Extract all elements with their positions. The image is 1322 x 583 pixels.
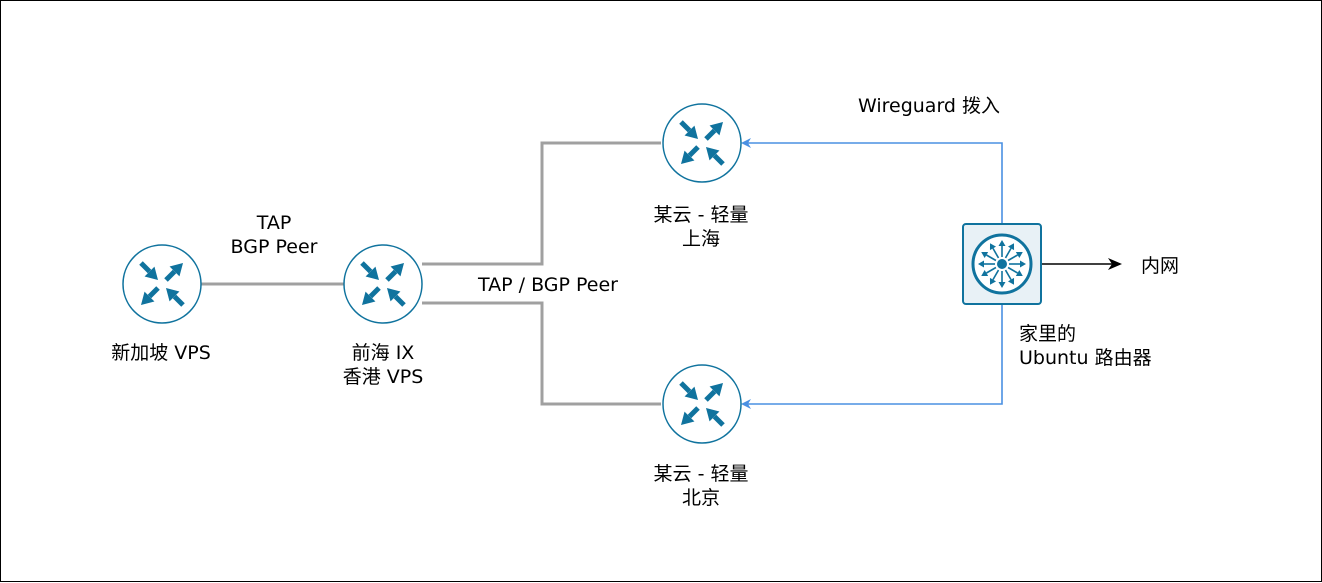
router-arrow-in-tl-head [144, 266, 158, 280]
lan-link-text: 内网 [1141, 255, 1180, 277]
router-arrow-in-tl-shaft [139, 261, 152, 274]
hub-spoke-head [989, 277, 997, 285]
router-arrow-out-tr-head [709, 122, 723, 136]
router-arrow-in-br-shaft [712, 153, 725, 166]
hub-router-spokes [978, 240, 1026, 288]
router-arrow-in-br-head [706, 408, 720, 422]
router-body-qianhai [343, 244, 423, 324]
sg-hk-link-line2: BGP Peer [230, 236, 318, 258]
sg-hk-link-line1: TAP [256, 212, 292, 234]
hub-spoke-head [1015, 269, 1023, 277]
router-arrow-in-tl-shaft [679, 381, 692, 394]
router-icon-singapore[interactable] [122, 244, 202, 324]
router-body-singapore [122, 244, 202, 324]
qianhai-label-line1: 前海 IX [351, 342, 415, 364]
hk-cloud-link-text: TAP / BGP Peer [478, 274, 618, 296]
router-body-shanghai [662, 103, 742, 183]
router-icon-shanghai[interactable] [662, 103, 742, 183]
router-arrow-in-tl-head [365, 266, 379, 280]
edge-qianhai-shanghai [422, 141, 661, 266]
shanghai-label-line2: 上海 [681, 228, 720, 250]
hub-spoke-head [981, 251, 989, 259]
router-arrow-out-bl-shaft [368, 286, 381, 299]
qianhai-node-label: 前海 IX 香港 VPS [303, 341, 463, 389]
hub-spoke-head [981, 269, 989, 277]
router-arrow-in-br-head [387, 288, 401, 302]
hub-spoke-head [1007, 243, 1015, 251]
router-arrow-out-bl-head [362, 291, 376, 305]
router-arrow-out-bl-head [681, 411, 695, 425]
hub-spoke-line [1004, 269, 1012, 280]
router-arrow-in-br-shaft [712, 414, 725, 427]
lan-link-label: 内网 [1141, 254, 1221, 278]
router-arrow-in-br-shaft [393, 294, 406, 307]
router-arrow-out-tr-shaft [164, 269, 177, 282]
router-icon-beijing[interactable] [662, 364, 742, 444]
router-arrow-out-bl-shaft [687, 145, 700, 158]
hub-spoke-line [992, 248, 1000, 259]
hub-spoke-head [978, 260, 984, 268]
router-icon-qianhai[interactable] [343, 244, 423, 324]
router-arrow-in-br-head [706, 147, 720, 161]
router-arrow-out-bl-shaft [147, 286, 160, 299]
router-arrow-out-bl-head [141, 291, 155, 305]
qianhai-label-line2: 香港 VPS [342, 366, 424, 388]
wireguard-link-label: Wireguard 拨入 [839, 94, 1019, 118]
router-body-beijing [662, 364, 742, 444]
router-arrow-in-tl-shaft [679, 120, 692, 133]
router-arrow-in-tl-head [684, 386, 698, 400]
hub-spoke-head [1007, 277, 1015, 285]
home-node-label: 家里的 Ubuntu 路由器 [1019, 322, 1209, 370]
router-arrow-out-tr-head [390, 263, 404, 277]
wireguard-link-text: Wireguard 拨入 [857, 95, 1001, 117]
beijing-label-line2: 北京 [681, 487, 720, 509]
hub-spoke-line [986, 266, 997, 274]
router-arrow-out-bl-shaft [687, 406, 700, 419]
edge-home-beijing-wireguard [741, 303, 1003, 409]
router-arrow-in-br-shaft [172, 294, 185, 307]
hub-router-icon[interactable] [962, 223, 1042, 305]
beijing-label-line1: 某云 - 轻量 [653, 463, 749, 485]
hub-spoke-head [1020, 260, 1026, 268]
shanghai-label-line1: 某云 - 轻量 [653, 204, 749, 226]
home-label-line2: Ubuntu 路由器 [1019, 347, 1152, 369]
router-arrow-in-tl-shaft [360, 261, 373, 274]
hub-router-core [997, 259, 1007, 269]
edge-home-shanghai-wireguard [741, 138, 1003, 223]
hub-spoke-line [986, 254, 997, 262]
hub-spoke-head [989, 243, 997, 251]
shanghai-node-label: 某云 - 轻量 上海 [611, 203, 791, 251]
edges [201, 138, 1122, 409]
router-arrow-in-br-head [166, 288, 180, 302]
router-nodes [122, 103, 742, 444]
hub-spoke-line [1007, 266, 1018, 274]
router-arrow-out-bl-head [681, 150, 695, 164]
router-arrow-out-tr-shaft [385, 269, 398, 282]
router-arrow-out-tr-shaft [704, 389, 717, 402]
singapore-label-line1: 新加坡 VPS [111, 342, 211, 364]
sg-hk-link-label: TAP BGP Peer [194, 211, 354, 259]
router-arrow-out-tr-head [169, 263, 183, 277]
hub-spoke-line [992, 269, 1000, 280]
beijing-node-label: 某云 - 轻量 北京 [611, 462, 791, 510]
hub-spoke-head [998, 282, 1006, 288]
singapore-node-label: 新加坡 VPS [81, 341, 241, 365]
hub-spoke-line [1007, 254, 1018, 262]
hub-spoke-line [1004, 248, 1012, 259]
edge-qianhai-beijing [422, 301, 661, 406]
hub-spoke-head [1015, 251, 1023, 259]
home-label-line1: 家里的 [1019, 323, 1077, 345]
hk-cloud-link-label: TAP / BGP Peer [458, 273, 638, 297]
router-arrow-in-tl-head [684, 125, 698, 139]
router-arrow-out-tr-shaft [704, 128, 717, 141]
router-arrow-out-tr-head [709, 383, 723, 397]
hub-spoke-head [998, 240, 1006, 246]
